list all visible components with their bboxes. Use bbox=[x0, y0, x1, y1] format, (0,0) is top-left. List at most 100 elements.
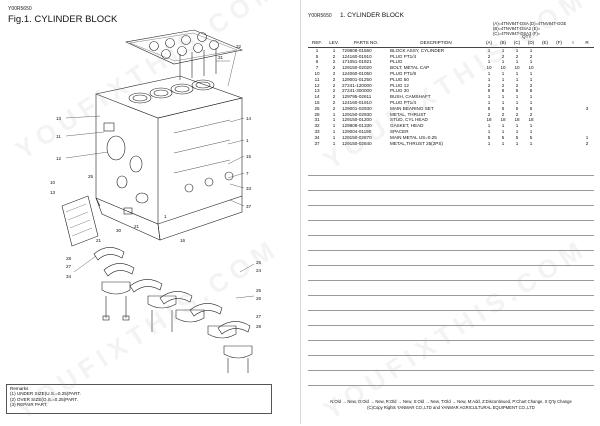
callout: 12 bbox=[56, 156, 62, 161]
cell-parts-no: 27241-120000 bbox=[342, 82, 372, 88]
cell-r: 3 bbox=[585, 105, 589, 111]
cell-b: 1 bbox=[501, 99, 505, 105]
page-divider bbox=[300, 0, 301, 424]
cell-parts-no: 124160-01910 bbox=[342, 53, 372, 59]
cell-lev: 1 bbox=[332, 134, 336, 140]
copyright: (C)Copy Rights YANMAR CO.,LTD and YANMAR… bbox=[367, 405, 535, 410]
cell-parts-no: 129808-01330 bbox=[342, 123, 372, 129]
cell-ref: 34 bbox=[314, 134, 320, 140]
cell-c: 5 bbox=[515, 105, 519, 111]
cell-description: PLUG bbox=[390, 59, 403, 65]
cell-r: 1 bbox=[585, 134, 589, 140]
cell-c: 1 bbox=[515, 70, 519, 76]
cell-r: 2 bbox=[585, 140, 589, 146]
cell-description: METAL,THRUST 25(2PS) bbox=[390, 140, 443, 146]
cell-ref: 28 bbox=[314, 111, 320, 117]
cell-lev: 1 bbox=[332, 117, 336, 123]
cell-d: 1 bbox=[529, 94, 533, 100]
callout: 28 bbox=[66, 256, 72, 261]
cell-ref: 31 bbox=[314, 117, 320, 123]
cell-description: METAL, THRUST bbox=[390, 111, 427, 117]
header-qty-e: (E) bbox=[538, 40, 552, 48]
cell-lev: 2 bbox=[332, 105, 336, 111]
header-qty-d: (D) bbox=[524, 40, 538, 48]
header-qty-b: (B) bbox=[496, 40, 510, 48]
callout: 34 bbox=[66, 274, 72, 279]
qty-legend-line: (A)=4TNV84T-DSA (D)=4TNV84T-GGE bbox=[493, 21, 567, 26]
blank-row-rule bbox=[308, 325, 594, 326]
cell-b: 2 bbox=[501, 82, 505, 88]
callout: 13 bbox=[56, 116, 62, 121]
spacer-drawing bbox=[61, 195, 99, 247]
blank-row-rule bbox=[308, 355, 594, 356]
blank-row-rule bbox=[308, 265, 594, 266]
blank-row-rule bbox=[308, 220, 594, 221]
remarks-line: (3) REPAIR PART. bbox=[10, 402, 48, 408]
cell-ref: 10 bbox=[314, 70, 320, 76]
cell-parts-no: 124160-01910 bbox=[342, 99, 372, 105]
qty-legend-line: (B)=4TNV84T-DSA2 (E)= bbox=[493, 26, 541, 31]
callout: 28 bbox=[256, 324, 262, 329]
bearing-cap-drawing bbox=[101, 281, 253, 359]
cell-ref: 37 bbox=[314, 140, 320, 146]
cell-b: 10 bbox=[500, 65, 506, 71]
callout: 32 bbox=[236, 44, 242, 49]
cell-b: 5 bbox=[501, 134, 505, 140]
cell-d: 1 bbox=[529, 123, 533, 129]
cell-lev: 2 bbox=[332, 88, 336, 94]
cell-description: PLUG PT1/8 bbox=[390, 70, 417, 76]
cell-parts-no: 129001-01250 bbox=[342, 76, 372, 82]
cell-lev: 1 bbox=[332, 123, 336, 129]
cell-i bbox=[566, 141, 580, 147]
callout: 1 bbox=[164, 214, 167, 219]
cell-b: 1 bbox=[501, 59, 505, 65]
callout: 25 bbox=[88, 174, 94, 179]
cell-parts-no: 171051-01921 bbox=[342, 59, 372, 65]
cell-b: 1 bbox=[501, 94, 505, 100]
cell-parts-no: 124060-01050 bbox=[342, 70, 372, 76]
cell-d: 1 bbox=[529, 59, 533, 65]
cell-a: 1 bbox=[487, 94, 491, 100]
blank-row-rule bbox=[308, 280, 594, 281]
cell-d: 2 bbox=[529, 82, 533, 88]
cell-description: BOLT, METAL CAP bbox=[390, 65, 430, 71]
cell-description: PLUG 12 bbox=[390, 82, 409, 88]
cell-parts-no: 129795-02611 bbox=[342, 94, 372, 100]
cell-description: PLUG PT1/4 bbox=[390, 99, 417, 105]
cell-b: 1 bbox=[501, 70, 505, 76]
cell-a: 1 bbox=[487, 47, 491, 53]
cell-description: BLOCK ASSY, CYLINDER bbox=[390, 47, 445, 53]
cell-d: 8 bbox=[529, 88, 533, 94]
cell-description: STUD, CYL HEAD bbox=[390, 117, 428, 123]
page-code: Y00R5650 bbox=[8, 6, 32, 12]
cell-parts-no: 729808-01560 bbox=[342, 47, 372, 53]
cell-a: 2 bbox=[487, 111, 491, 117]
blank-row-rule bbox=[308, 295, 594, 296]
cell-lev: 2 bbox=[332, 70, 336, 76]
blank-row-rule bbox=[308, 385, 594, 386]
leader-lines bbox=[65, 51, 255, 299]
cell-d: 5 bbox=[529, 105, 533, 111]
cell-a: 5 bbox=[487, 134, 491, 140]
cell-lev: 2 bbox=[332, 53, 336, 59]
cell-b: 1 bbox=[501, 76, 505, 82]
blank-row-rule bbox=[308, 205, 594, 206]
callout: 16 bbox=[180, 238, 186, 243]
cell-ref: 12 bbox=[314, 82, 320, 88]
cell-d: 1 bbox=[529, 128, 533, 134]
cell-c: 2 bbox=[515, 53, 519, 59]
cell-lev: 1 bbox=[332, 111, 336, 117]
page-code: Y00R5650 bbox=[308, 13, 332, 19]
header-r: R bbox=[580, 40, 594, 48]
callout: 31 bbox=[218, 55, 224, 60]
